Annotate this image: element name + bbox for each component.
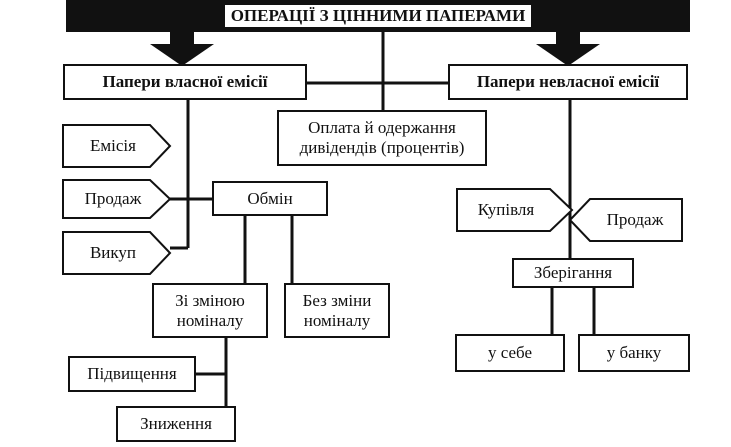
arrow-right-head: [536, 44, 600, 66]
increase-box: Підвищення: [68, 356, 196, 392]
diagram-title: ОПЕРАЦІЇ З ЦІННИМИ ПАПЕРАМИ: [224, 5, 532, 27]
other-issue-box: Папери невласної емісії: [448, 64, 688, 100]
sale-own-label: Продаж: [84, 189, 142, 208]
sale-other-shape: [568, 198, 683, 242]
buyback-shape: [62, 231, 172, 275]
sale-own-shape: [62, 179, 172, 219]
with-nominal-change-box: Зі зміною номіналу: [152, 283, 268, 338]
exchange-box: Обмін: [212, 181, 328, 216]
emission-label: Емісія: [90, 136, 136, 155]
without-nominal-change-box: Без зміни номіналу: [284, 283, 390, 338]
bank-storage-box: у банку: [578, 334, 690, 372]
sale-other-label: Продаж: [606, 210, 664, 229]
arrow-right-shaft: [556, 30, 580, 44]
storage-box: Зберігання: [512, 258, 634, 288]
arrow-left-shaft: [170, 30, 194, 44]
buyback-label: Викуп: [89, 243, 137, 262]
purchase-shape: [456, 188, 574, 232]
self-storage-box: у себе: [455, 334, 565, 372]
purchase-label: Купівля: [477, 200, 535, 219]
arrow-left-head: [150, 44, 214, 66]
decrease-box: Зниження: [116, 406, 236, 442]
diagram-title-bar: ОПЕРАЦІЇ З ЦІННИМИ ПАПЕРАМИ: [66, 0, 690, 32]
dividends-box: Оплата й одержання дивідендів (процентів…: [277, 110, 487, 166]
own-issue-box: Папери власної емісії: [63, 64, 307, 100]
emission-shape: [62, 124, 172, 168]
